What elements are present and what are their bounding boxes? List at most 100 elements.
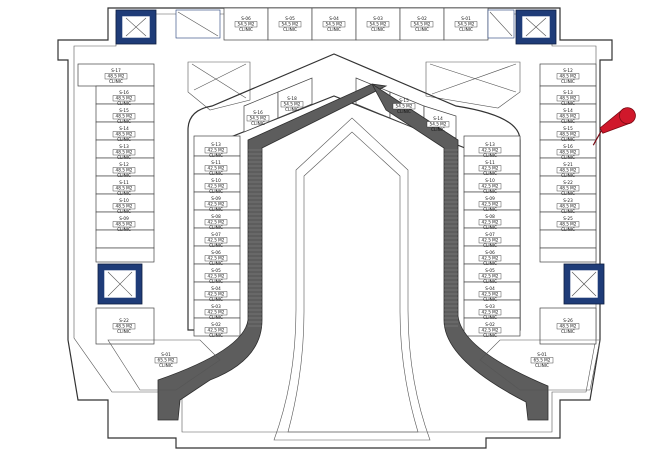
atrium-void-left	[187, 61, 251, 111]
room-id: S-14	[433, 116, 443, 121]
room-type: CLINIC	[251, 121, 265, 126]
room-id: S-03	[485, 304, 495, 309]
room-type: CLINIC	[327, 27, 341, 32]
room-type: CLINIC	[117, 173, 131, 178]
room-id: S-04	[329, 16, 339, 21]
room-type: CLINIC	[117, 209, 131, 214]
gallery-band-right	[371, 83, 549, 421]
room-type: CLINIC	[561, 191, 575, 196]
room-id: S-11	[119, 180, 129, 185]
central-void	[273, 117, 431, 441]
room-id: S-15	[563, 126, 573, 131]
room-area: 42.5 M2	[208, 220, 225, 225]
room-area: 42.5 M2	[482, 184, 499, 189]
room-id: S-06	[485, 250, 495, 255]
room-id: S-12	[563, 68, 573, 73]
room-id: S-07	[211, 232, 221, 237]
room-type: CLINIC	[239, 27, 253, 32]
room-id: S-14	[119, 126, 129, 131]
room-area: 42.5 M2	[208, 292, 225, 297]
room-type: CLINIC	[561, 137, 575, 142]
bottom-right-wing	[479, 339, 601, 391]
room-area: 42.5 M2	[208, 184, 225, 189]
room-type: CLINIC	[209, 189, 223, 194]
room-area: 48.5 M2	[116, 222, 133, 227]
room-id: S-17	[111, 68, 121, 73]
room-id: S-15	[119, 108, 129, 113]
room-id: S-18	[287, 96, 297, 101]
room-area: 42.5 M2	[208, 274, 225, 279]
room-id: S-13	[485, 142, 495, 147]
room-id: S-01	[161, 352, 171, 357]
room-type: CLINIC	[109, 79, 123, 84]
room-type: CLINIC	[483, 243, 497, 248]
room-area: 48.5 M2	[116, 324, 133, 329]
room-area: 48.5 M2	[560, 150, 577, 155]
room-type: CLINIC	[209, 315, 223, 320]
room-area: 54.5 M2	[238, 22, 255, 27]
atrium-void-right	[425, 61, 521, 109]
inner-right-clinics	[463, 135, 521, 337]
room-id: S-06	[241, 16, 251, 21]
room-type: CLINIC	[483, 333, 497, 338]
room-area: 48.5 M2	[116, 186, 133, 191]
room-area: 54.5 M2	[284, 102, 301, 107]
room-area: 54.5 M2	[396, 104, 413, 109]
room-area: 54.5 M2	[458, 22, 475, 27]
room-id: S-04	[211, 286, 221, 291]
room-area: 48.5 M2	[560, 222, 577, 227]
room-id: S-13	[119, 144, 129, 149]
room-area: 42.5 M2	[482, 328, 499, 333]
room-area: 42.5 M2	[208, 166, 225, 171]
room-type: CLINIC	[415, 27, 429, 32]
room-area: 54.5 M2	[250, 116, 267, 121]
room-area: 42.5 M2	[208, 238, 225, 243]
room-area: 48.5 M2	[116, 168, 133, 173]
room-area: 54.5 M2	[282, 22, 299, 27]
room-area: 48.5 M2	[116, 132, 133, 137]
room-type: CLINIC	[117, 119, 131, 124]
room-type: CLINIC	[117, 155, 131, 160]
room-type: CLINIC	[561, 119, 575, 124]
top-clinic-row	[223, 7, 489, 41]
room-id: S-03	[373, 16, 383, 21]
room-id: S-16	[253, 110, 263, 115]
outer-wall	[57, 7, 613, 449]
room-id: S-09	[119, 216, 129, 221]
inner-outline	[73, 13, 597, 433]
bottom-left-wing	[107, 339, 221, 391]
room-type: CLINIC	[117, 101, 131, 106]
room-area: 54.5 M2	[430, 122, 447, 127]
room-id: S-10	[119, 198, 129, 203]
room-type: CLINIC	[209, 153, 223, 158]
room-area: 42.5 M2	[208, 310, 225, 315]
room-area: 48.5 M2	[560, 114, 577, 119]
room-id: S-05	[285, 16, 295, 21]
room-type: CLINIC	[483, 171, 497, 176]
room-area: 42.5 M2	[208, 202, 225, 207]
room-id: S-03	[211, 304, 221, 309]
